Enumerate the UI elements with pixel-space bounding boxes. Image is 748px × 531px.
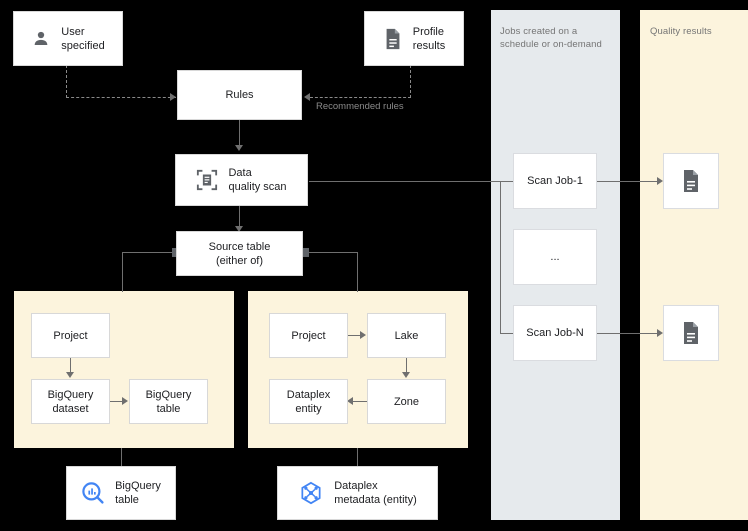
quality-result-n-box[interactable]: [663, 305, 719, 361]
results-column-label: Quality results: [650, 26, 712, 37]
rules-box[interactable]: Rules: [177, 70, 302, 120]
connector-profile-to-rules-arrowhead: [304, 93, 310, 101]
bigquery-dataset-label: BigQuery dataset: [47, 388, 94, 415]
connector-trunk-to-scanjobn: [500, 333, 516, 334]
connector-bqdataset-to-bqtable-arrowhead: [122, 397, 128, 405]
bigquery-table-box[interactable]: BigQuery table: [129, 379, 208, 424]
dataplex-project-label: Project: [291, 329, 326, 342]
scan-job-ellipsis-label: ...: [550, 251, 560, 263]
connector-scanjobn-to-resultn-arrowhead: [657, 329, 663, 337]
bigquery-icon: [81, 481, 105, 505]
connector-jobs-trunk-vertical: [500, 181, 501, 333]
connector-user-to-rules-arrowhead: [170, 93, 176, 101]
connector-scan-to-jobs-horizontal: [309, 181, 501, 182]
connector-bqpanel-to-bqtable: [121, 448, 122, 468]
connector-rules-to-scan-line: [239, 120, 240, 147]
connector-source-right-arrowhead: [301, 248, 309, 257]
connector-rules-to-scan-arrowhead: [235, 145, 243, 151]
profile-results-box[interactable]: Profile results: [364, 11, 464, 66]
connector-lake-to-zone-arrowhead: [402, 372, 410, 378]
recommended-rules-caption: Recommended rules: [316, 101, 404, 112]
connector-bqproject-to-dataset: [70, 358, 71, 376]
connector-zone-to-entity-arrowhead: [347, 397, 353, 405]
rules-label: Rules: [225, 89, 254, 101]
connector-user-to-rules-vertical: [66, 65, 67, 98]
jobs-column-label: Jobs created on a schedule or on-demand: [500, 26, 618, 51]
scan-job-1-box[interactable]: Scan Job-1: [513, 153, 597, 209]
document-icon: [680, 321, 702, 345]
scan-job-ellipsis-box[interactable]: ...: [513, 229, 597, 285]
dataplex-entity-label: Dataplex entity: [286, 388, 331, 415]
bigquery-dataset-box[interactable]: BigQuery dataset: [31, 379, 110, 424]
bigquery-project-label: Project: [53, 329, 88, 342]
bigquery-table-product-label: BigQuery table: [115, 480, 161, 506]
connector-scan-to-source-line: [239, 206, 240, 229]
connector-scanjob1-to-result1-arrowhead: [657, 177, 663, 185]
profile-results-label: Profile results: [412, 25, 446, 52]
document-icon: [680, 169, 702, 193]
dataplex-zone-label: Zone: [393, 395, 420, 408]
connector-scan-to-source-arrowhead: [235, 226, 243, 232]
dataplex-metadata-product-box[interactable]: Dataplex metadata (entity): [277, 466, 438, 520]
connector-bqgroup-to-source-vertical: [122, 252, 123, 292]
bigquery-table-product-box[interactable]: BigQuery table: [66, 466, 176, 520]
connector-dpgroup-to-source-horizontal: [303, 252, 358, 253]
document-icon: [383, 28, 403, 50]
dataplex-zone-box[interactable]: Zone: [367, 379, 446, 424]
connector-user-to-rules-horizontal: [66, 97, 176, 98]
connector-dppanel-to-dataplex: [357, 448, 358, 468]
bigquery-table-label: BigQuery table: [145, 388, 192, 415]
connector-dpproject-to-lake: [348, 335, 364, 336]
connector-bqdataset-to-bqtable: [110, 401, 126, 402]
source-table-box[interactable]: Source table (either of): [176, 231, 303, 276]
connector-lake-to-zone: [406, 358, 407, 376]
dataplex-lake-label: Lake: [394, 329, 419, 342]
source-table-label: Source table (either of): [208, 240, 271, 267]
person-icon: [31, 29, 51, 49]
dataplex-lake-box[interactable]: Lake: [367, 313, 446, 358]
data-quality-scan-label: Data quality scan: [228, 167, 287, 193]
scan-job-n-box[interactable]: Scan Job-N: [513, 305, 597, 361]
jobs-column-label-line2: schedule or on-demand: [500, 38, 602, 50]
dataplex-icon: [298, 480, 324, 506]
user-specified-box[interactable]: User specified: [13, 11, 123, 66]
dataplex-project-box[interactable]: Project: [269, 313, 348, 358]
jobs-column-label-line1: Jobs created on a: [500, 26, 578, 37]
connector-zone-to-entity: [351, 401, 367, 402]
dataplex-metadata-product-label: Dataplex metadata (entity): [334, 480, 417, 506]
connector-scanjobn-to-resultn: [595, 333, 661, 334]
connector-dpgroup-to-source-vertical: [357, 252, 358, 292]
dataplex-entity-box[interactable]: Dataplex entity: [269, 379, 348, 424]
bigquery-project-box[interactable]: Project: [31, 313, 110, 358]
scan-job-n-label: Scan Job-N: [526, 327, 584, 339]
connector-dpproject-to-lake-arrowhead: [360, 331, 366, 339]
user-specified-label: User specified: [61, 25, 105, 52]
connector-profile-to-rules-horizontal: [310, 97, 411, 98]
results-column-panel: [640, 10, 748, 520]
scan-document-icon: [196, 169, 218, 191]
connector-bqgroup-to-source-horizontal: [122, 252, 177, 253]
connector-trunk-to-scanjob1: [500, 181, 516, 182]
connector-profile-to-rules-vertical: [410, 65, 411, 98]
scan-job-1-label: Scan Job-1: [527, 175, 583, 187]
data-quality-scan-box[interactable]: Data quality scan: [175, 154, 308, 206]
connector-scanjob1-to-result1: [595, 181, 661, 182]
quality-result-1-box[interactable]: [663, 153, 719, 209]
connector-bqproject-to-dataset-arrowhead: [66, 372, 74, 378]
